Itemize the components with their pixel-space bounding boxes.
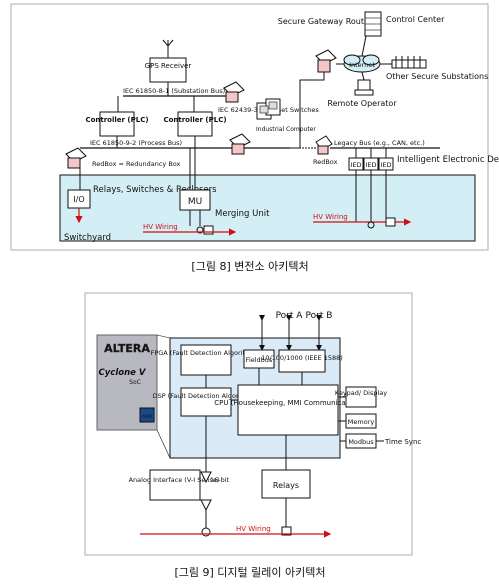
analog-interface-box: [149, 469, 201, 501]
bits-label: 16-bit: [210, 476, 230, 484]
ied-description: Intelligent Electronic Devices: [397, 155, 499, 165]
switchyard-label: Switchyard: [64, 233, 111, 243]
figure-8-frame: [10, 3, 489, 251]
fieldbus-label: Fieldbus: [246, 356, 273, 364]
controller-1-label: Controller (PLC): [85, 116, 148, 124]
internet-cloud-icon: [343, 54, 381, 73]
port-a-label: Port A: [276, 311, 304, 321]
hv-wiring-label-3: HV Wiring: [236, 525, 271, 533]
controller-plc-1: [99, 111, 135, 137]
dsp-label: DSP (Fault Detection Algorithms): [153, 392, 260, 400]
cyclone-label: Cyclone V: [99, 368, 147, 378]
gps-antenna-icon: [162, 39, 174, 58]
analog-interface-label: Analog Interface (V-I Sense): [129, 476, 220, 484]
controller-2-label: Controller (PLC): [163, 116, 226, 124]
redbox-legacy-icon: [315, 135, 333, 155]
figure-9-frame: [84, 292, 413, 556]
other-substations-label: Other Secure Substations: [386, 72, 488, 81]
redbox-legend: RedBox = Redundancy Box: [92, 160, 181, 168]
ied-1-label: IED: [350, 161, 361, 169]
redbox-label: RedBox: [313, 158, 338, 166]
arm-label: ARM: [142, 414, 152, 420]
process-bus-label: IEC 61850-9-2 (Process Bus): [90, 139, 182, 147]
keypad-label: Keypad/ Display: [335, 389, 387, 397]
relays-label: Relays: [273, 481, 299, 490]
soc-label: SoC: [129, 379, 141, 386]
redbox-left-icon: [65, 147, 87, 169]
remote-operator-label: Remote Operator: [327, 99, 397, 108]
hv-wiring-label-2: HV Wiring: [313, 213, 348, 221]
altera-chip-icon: ALTERA Cyclone V SoC ARM: [96, 334, 158, 431]
control-center-icon: [364, 11, 382, 37]
figure-9: ALTERA Cyclone V SoC ARM Port A Port B F…: [84, 292, 421, 556]
substation-bus-label: IEC 61850-8-1 (Substation Bus): [123, 87, 225, 95]
ethernet-label: 10/100/1000 (IEEE 1588): [261, 354, 343, 362]
figure-8-caption: [그림 8] 변전소 아키텍처: [191, 260, 308, 273]
fpga-label: FPGA (Fault Detection Algorithms): [151, 349, 262, 357]
legacy-bus-label: Legacy Bus (e.g., CAN, etc.): [334, 139, 425, 147]
controller-plc-2: [177, 111, 213, 137]
port-b-label: Port B: [306, 311, 333, 321]
industrial-computer-icon: [256, 98, 281, 120]
figure-8: GPS Receiver IEC 61850-8-1 (Substation B…: [10, 3, 499, 251]
merging-unit-box: [179, 189, 211, 211]
ied-2-label: IED: [365, 161, 376, 169]
redbox-icon: [223, 81, 245, 103]
time-sync-label: Time Sync: [384, 438, 421, 446]
gateway-router-icon: [315, 49, 337, 73]
mu-label: MU: [188, 197, 202, 207]
modbus-label: Modbus: [348, 438, 374, 446]
cpu-box: [237, 384, 339, 436]
cpu-label: CPU (Housekeeping, MMI Communication): [214, 399, 362, 407]
remote-operator-icon: [354, 79, 374, 96]
redbox-mid-icon: [229, 133, 251, 155]
substation-icon: [391, 56, 427, 69]
altera-label: ALTERA: [104, 342, 150, 355]
hv-wiring-label-1: HV Wiring: [143, 223, 178, 231]
merging-unit-label: Merging Unit: [215, 209, 270, 219]
switchyard-area: [59, 174, 476, 242]
relays-switches-label: Relays, Switches & Reclosers: [93, 185, 217, 195]
secure-gateway-label: Secure Gateway Router: [278, 17, 373, 26]
internet-label: Internet: [349, 61, 375, 69]
gps-receiver-box: [149, 57, 187, 83]
ied-3-label: IED: [380, 161, 391, 169]
control-center-label: Control Center: [386, 15, 445, 24]
industrial-computer-label: Industrial Computer: [256, 126, 316, 133]
fpga-box: [180, 344, 232, 376]
gps-receiver-label: GPS Receiver: [145, 62, 192, 70]
figure-9-caption: [그림 9] 디지털 릴레이 아키텍처: [174, 566, 325, 579]
io-label: I/O: [73, 195, 84, 204]
memory-label: Memory: [348, 418, 375, 426]
